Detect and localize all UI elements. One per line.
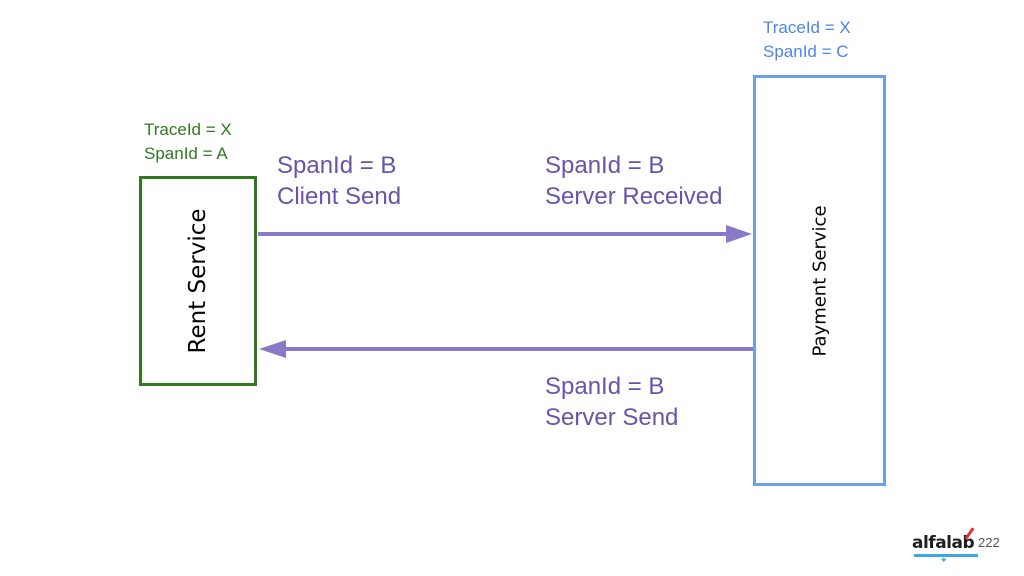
alfalab-logo: alfalab ✦ <box>912 527 984 565</box>
logo-underline <box>914 554 978 557</box>
rent-service-box: Rent Service <box>139 176 257 386</box>
client-send-event: Client Send <box>277 183 402 210</box>
payment-span-id: SpanId = C <box>763 42 849 61</box>
server-received-event: Server Received <box>545 183 723 210</box>
response-arrow-head <box>259 340 286 358</box>
server-received-span: SpanId = B <box>545 152 665 179</box>
logo-wordmark: alfalab <box>912 533 975 553</box>
rent-span-id: SpanId = A <box>144 144 228 163</box>
page-number: 222 <box>978 535 1000 550</box>
payment-trace-id: TraceId = X <box>763 18 851 37</box>
rent-trace-id: TraceId = X <box>144 120 232 139</box>
server-send-span: SpanId = B <box>545 373 665 400</box>
payment-service-box: Payment Service <box>753 75 886 486</box>
logo-sparkle-icon: ✦ <box>940 555 948 565</box>
server-send-event: Server Send <box>545 404 679 431</box>
request-arrow-head <box>726 225 752 243</box>
client-send-span: SpanId = B <box>277 152 397 179</box>
